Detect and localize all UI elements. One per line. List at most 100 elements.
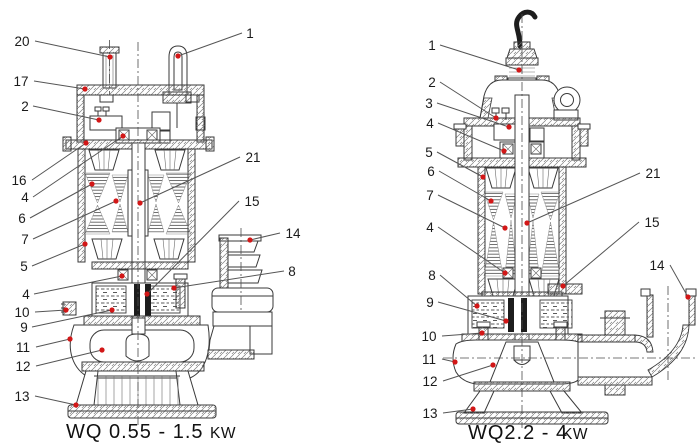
caption-left: WQ 0.55 - 1.5 [66,421,204,443]
callout-leader-4 [33,275,123,295]
pump-small [61,40,274,425]
callout-leader-14 [249,232,281,241]
callout-marker-20 [107,54,113,60]
callout-leader-4 [32,135,124,198]
callout-label-21: 21 [245,150,260,165]
callout-marker-1 [175,53,181,59]
callout-leader-17 [33,80,86,90]
callout-marker-21 [137,200,143,206]
callout-label-7: 7 [426,188,434,203]
top-cover [76,84,205,103]
callout-marker-12 [99,347,105,353]
callout-marker-17 [82,86,88,92]
callout-marker-15 [144,291,150,297]
callout-label-13: 13 [14,389,29,404]
callout-marker-4 [119,273,125,279]
callout-marker-10 [63,307,69,313]
callout-label-12: 12 [15,359,30,374]
callout-marker-7 [113,198,119,204]
callout-leader-8 [173,270,285,289]
callout-label-4: 4 [426,116,434,131]
discharge-hose-connector [207,228,274,360]
callout-marker-9 [109,307,115,313]
callout-marker-4 [120,133,126,139]
callout-label-13: 13 [422,406,437,421]
impeller [125,317,150,362]
callout-leader-5 [436,151,484,178]
callout-marker-1 [516,67,522,73]
callout-marker-16 [83,140,89,146]
callout-leader-4 [437,226,506,274]
pump-large [443,9,698,428]
strainer-base [67,370,217,419]
callout-leader-4 [437,122,505,152]
callout-leader-1 [439,44,520,71]
callout-label-4: 4 [22,287,30,302]
callout-marker-3 [506,124,512,130]
callout-label-14: 14 [649,258,665,273]
callout-marker-10 [479,330,485,336]
callout-marker-9 [503,318,509,324]
callout-leader-3 [436,102,510,128]
callout-leader-11 [35,338,71,348]
callout-label-8: 8 [288,264,296,279]
callout-leader-15 [562,221,640,287]
callout-marker-15 [560,283,566,289]
callout-marker-6 [488,198,494,204]
callout-label-17: 17 [13,74,28,89]
callout-label-10: 10 [14,305,29,320]
callout-marker-2 [96,117,102,123]
stator-windings-right [483,167,561,300]
stator-windings [84,149,192,260]
callout-leader-7 [437,194,506,229]
callout-label-6: 6 [18,211,26,226]
callout-leader-7 [32,200,117,240]
callout-label-3: 3 [425,96,433,111]
caption-left-unit: KW [210,425,236,442]
callout-marker-13 [73,402,79,408]
callout-leader-5 [31,243,86,267]
callout-label-9: 9 [426,295,434,310]
callout-label-20: 20 [14,34,29,49]
callout-leader-9 [31,309,113,328]
callout-marker-4 [501,148,507,154]
callout-leader-10 [34,309,67,313]
callout-marker-14 [685,294,691,300]
callout-marker-14 [247,237,253,243]
caption-right-unit: KW [562,426,588,443]
callout-label-11: 11 [16,340,30,355]
callout-label-4: 4 [21,190,29,205]
callout-marker-5 [82,241,88,247]
callout-marker-12 [490,362,496,368]
callout-leader-6 [438,170,492,202]
callout-leader-13 [34,395,77,406]
base-stand-right [455,390,609,425]
callout-label-14: 14 [285,226,301,241]
callout-leader-14 [669,264,689,298]
callout-label-10: 10 [421,329,436,344]
callout-label-2: 2 [21,99,29,114]
callout-leader-16 [31,142,87,181]
callout-leader-2 [439,81,497,119]
discharge-elbow [577,286,697,396]
callout-label-7: 7 [21,232,29,247]
callout-label-12: 12 [422,374,437,389]
callout-label-5: 5 [20,259,28,274]
callout-leader-1 [177,32,243,57]
callout-label-16: 16 [11,173,26,188]
callout-label-15: 15 [644,215,659,230]
callout-label-15: 15 [244,194,259,209]
caption-right: WQ2.2 - 4 [468,422,568,443]
callout-leader-6 [29,183,93,219]
callout-leader-9 [437,301,507,322]
callout-label-9: 9 [20,320,28,335]
callout-marker-4 [502,270,508,276]
callout-label-11: 11 [422,352,436,367]
callout-leader-13 [442,408,474,414]
callout-marker-2 [493,115,499,121]
callout-marker-8 [474,303,480,309]
callout-leader-21 [139,156,241,204]
callout-leader-10 [441,332,483,337]
